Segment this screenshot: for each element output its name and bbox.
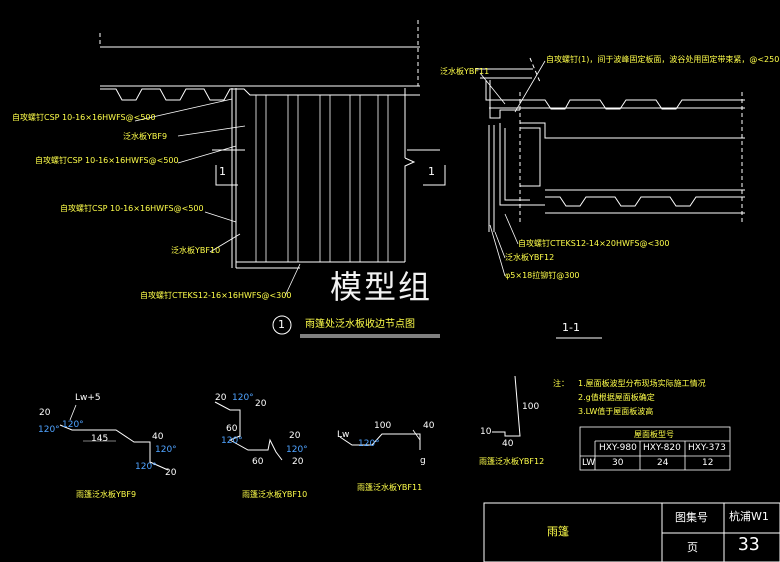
ybf10-angle-1: 120° bbox=[232, 393, 254, 403]
ybf9-dim-lw5: Lw+5 bbox=[75, 393, 101, 403]
page-value: 33 bbox=[738, 534, 760, 555]
title-block-lines bbox=[483, 502, 780, 562]
watermark: 模型组 bbox=[330, 268, 433, 306]
ybf9-angle-2: 120° bbox=[62, 420, 84, 430]
section-leaders bbox=[479, 60, 546, 277]
table-value-2: 24 bbox=[657, 458, 669, 468]
lw-table-lines bbox=[579, 426, 731, 471]
ybf10-dim-20c: 20 bbox=[289, 431, 301, 441]
section-title: 1-1 bbox=[562, 321, 580, 334]
ybf11-label: 雨篷泛水板YBF11 bbox=[357, 483, 423, 492]
atlas-label: 图集号 bbox=[675, 511, 708, 524]
table-value-3: 12 bbox=[702, 458, 714, 468]
table-title: 屋面板型号 bbox=[634, 430, 674, 439]
note-2: 2.g值根据屋面板确定 bbox=[578, 393, 655, 402]
section-annotation-1: 泛水板YBF11 bbox=[440, 67, 490, 76]
main-annotation-5: 泛水板YBF10 bbox=[171, 246, 221, 255]
ybf11-dim-100: 100 bbox=[374, 421, 392, 431]
note-1: 1.屋面板波型分布现场实际施工情况 bbox=[578, 379, 706, 388]
ybf10-angle-2: 120° bbox=[221, 436, 243, 446]
detail-title: 雨篷处泛水板收边节点图 bbox=[305, 319, 415, 330]
ybf9-label: 雨篷泛水板YBF9 bbox=[76, 490, 137, 499]
main-annotation-2: 泛水板YBF9 bbox=[123, 132, 168, 141]
profile-ybf10-line bbox=[214, 401, 283, 461]
section-annotation-5: φ5×18拉铆钉@300 bbox=[505, 271, 580, 280]
ybf10-dim-60a: 60 bbox=[226, 424, 238, 434]
table-row-label: LW bbox=[582, 458, 596, 468]
ybf11-angle: 120° bbox=[358, 439, 380, 449]
ybf9-dim-40: 40 bbox=[152, 432, 164, 442]
ybf11-dim-40: 40 bbox=[423, 421, 435, 431]
page-label: 页 bbox=[687, 541, 698, 554]
ybf12-dim-10: 10 bbox=[480, 427, 492, 437]
ybf10-label: 雨篷泛水板YBF10 bbox=[242, 490, 308, 499]
section-mark-right: 1 bbox=[428, 165, 435, 178]
profile-ybf11-line bbox=[339, 433, 421, 450]
ybf11-dim-lw: Lw bbox=[337, 430, 350, 440]
note-3: 3.LW值于屋面板波高 bbox=[578, 407, 654, 416]
main-annotation-4: 自攻螺钉CSP 10-16×16HWFS@<500 bbox=[60, 204, 204, 213]
section-mark-left: 1 bbox=[219, 165, 226, 178]
table-model-1: HXY-980 bbox=[599, 443, 637, 453]
main-annotation-6: 自攻螺钉CTEKS12-16×16HWFS@<300 bbox=[140, 291, 292, 300]
ybf9-dim-145: 145 bbox=[91, 434, 109, 444]
ybf10-dim-60b: 60 bbox=[252, 457, 264, 467]
ybf9-angle-4: 120° bbox=[135, 462, 157, 472]
table-value-1: 30 bbox=[612, 458, 624, 468]
table-model-2: HXY-820 bbox=[643, 443, 681, 453]
section-annotation-4: 泛水板YBF12 bbox=[505, 253, 555, 262]
ybf10-dim-20a: 20 bbox=[215, 393, 227, 403]
main-leaders bbox=[134, 98, 301, 297]
ybf10-dim-20b: 20 bbox=[255, 399, 267, 409]
ybf9-angle-3: 120° bbox=[155, 445, 177, 455]
detail-circle bbox=[272, 315, 292, 335]
notes-prefix: 注： bbox=[553, 379, 569, 388]
ybf10-angle-3: 120° bbox=[286, 445, 308, 455]
ybf9-angle-1: 120° bbox=[38, 425, 60, 435]
ybf9-dim-20a: 20 bbox=[39, 408, 51, 418]
detail-number: 1 bbox=[278, 318, 285, 331]
profile-ybf12-line bbox=[492, 375, 521, 437]
atlas-value: 杭浦W1 bbox=[729, 510, 769, 523]
ybf12-label: 雨篷泛水板YBF12 bbox=[479, 457, 545, 466]
main-annotation-3: 自攻螺钉CSP 10-16×16HWFS@<500 bbox=[35, 156, 179, 165]
ybf12-dim-100: 100 bbox=[522, 402, 540, 412]
ybf10-dim-20d: 20 bbox=[292, 457, 304, 467]
section-annotation-2: 自攻螺钉(1)，间于波峰固定板面，波谷处用固定带束紧，@<250 bbox=[546, 55, 780, 64]
main-detail-linework bbox=[99, 20, 446, 269]
section-annotation-3: 自攻螺钉CTEKS12-14×20HWFS@<300 bbox=[518, 239, 670, 248]
ybf12-dim-40: 40 bbox=[502, 439, 514, 449]
table-model-3: HXY-373 bbox=[688, 443, 726, 453]
section-linework bbox=[475, 57, 745, 232]
title-block-name: 雨篷 bbox=[547, 525, 569, 538]
ybf9-dim-20b: 20 bbox=[165, 468, 177, 478]
profile-ybf9-line bbox=[59, 424, 169, 471]
main-annotation-1: 自攻螺钉CSP 10-16×16HWFS@<500 bbox=[12, 113, 156, 122]
ybf11-dim-g: g bbox=[420, 456, 426, 466]
